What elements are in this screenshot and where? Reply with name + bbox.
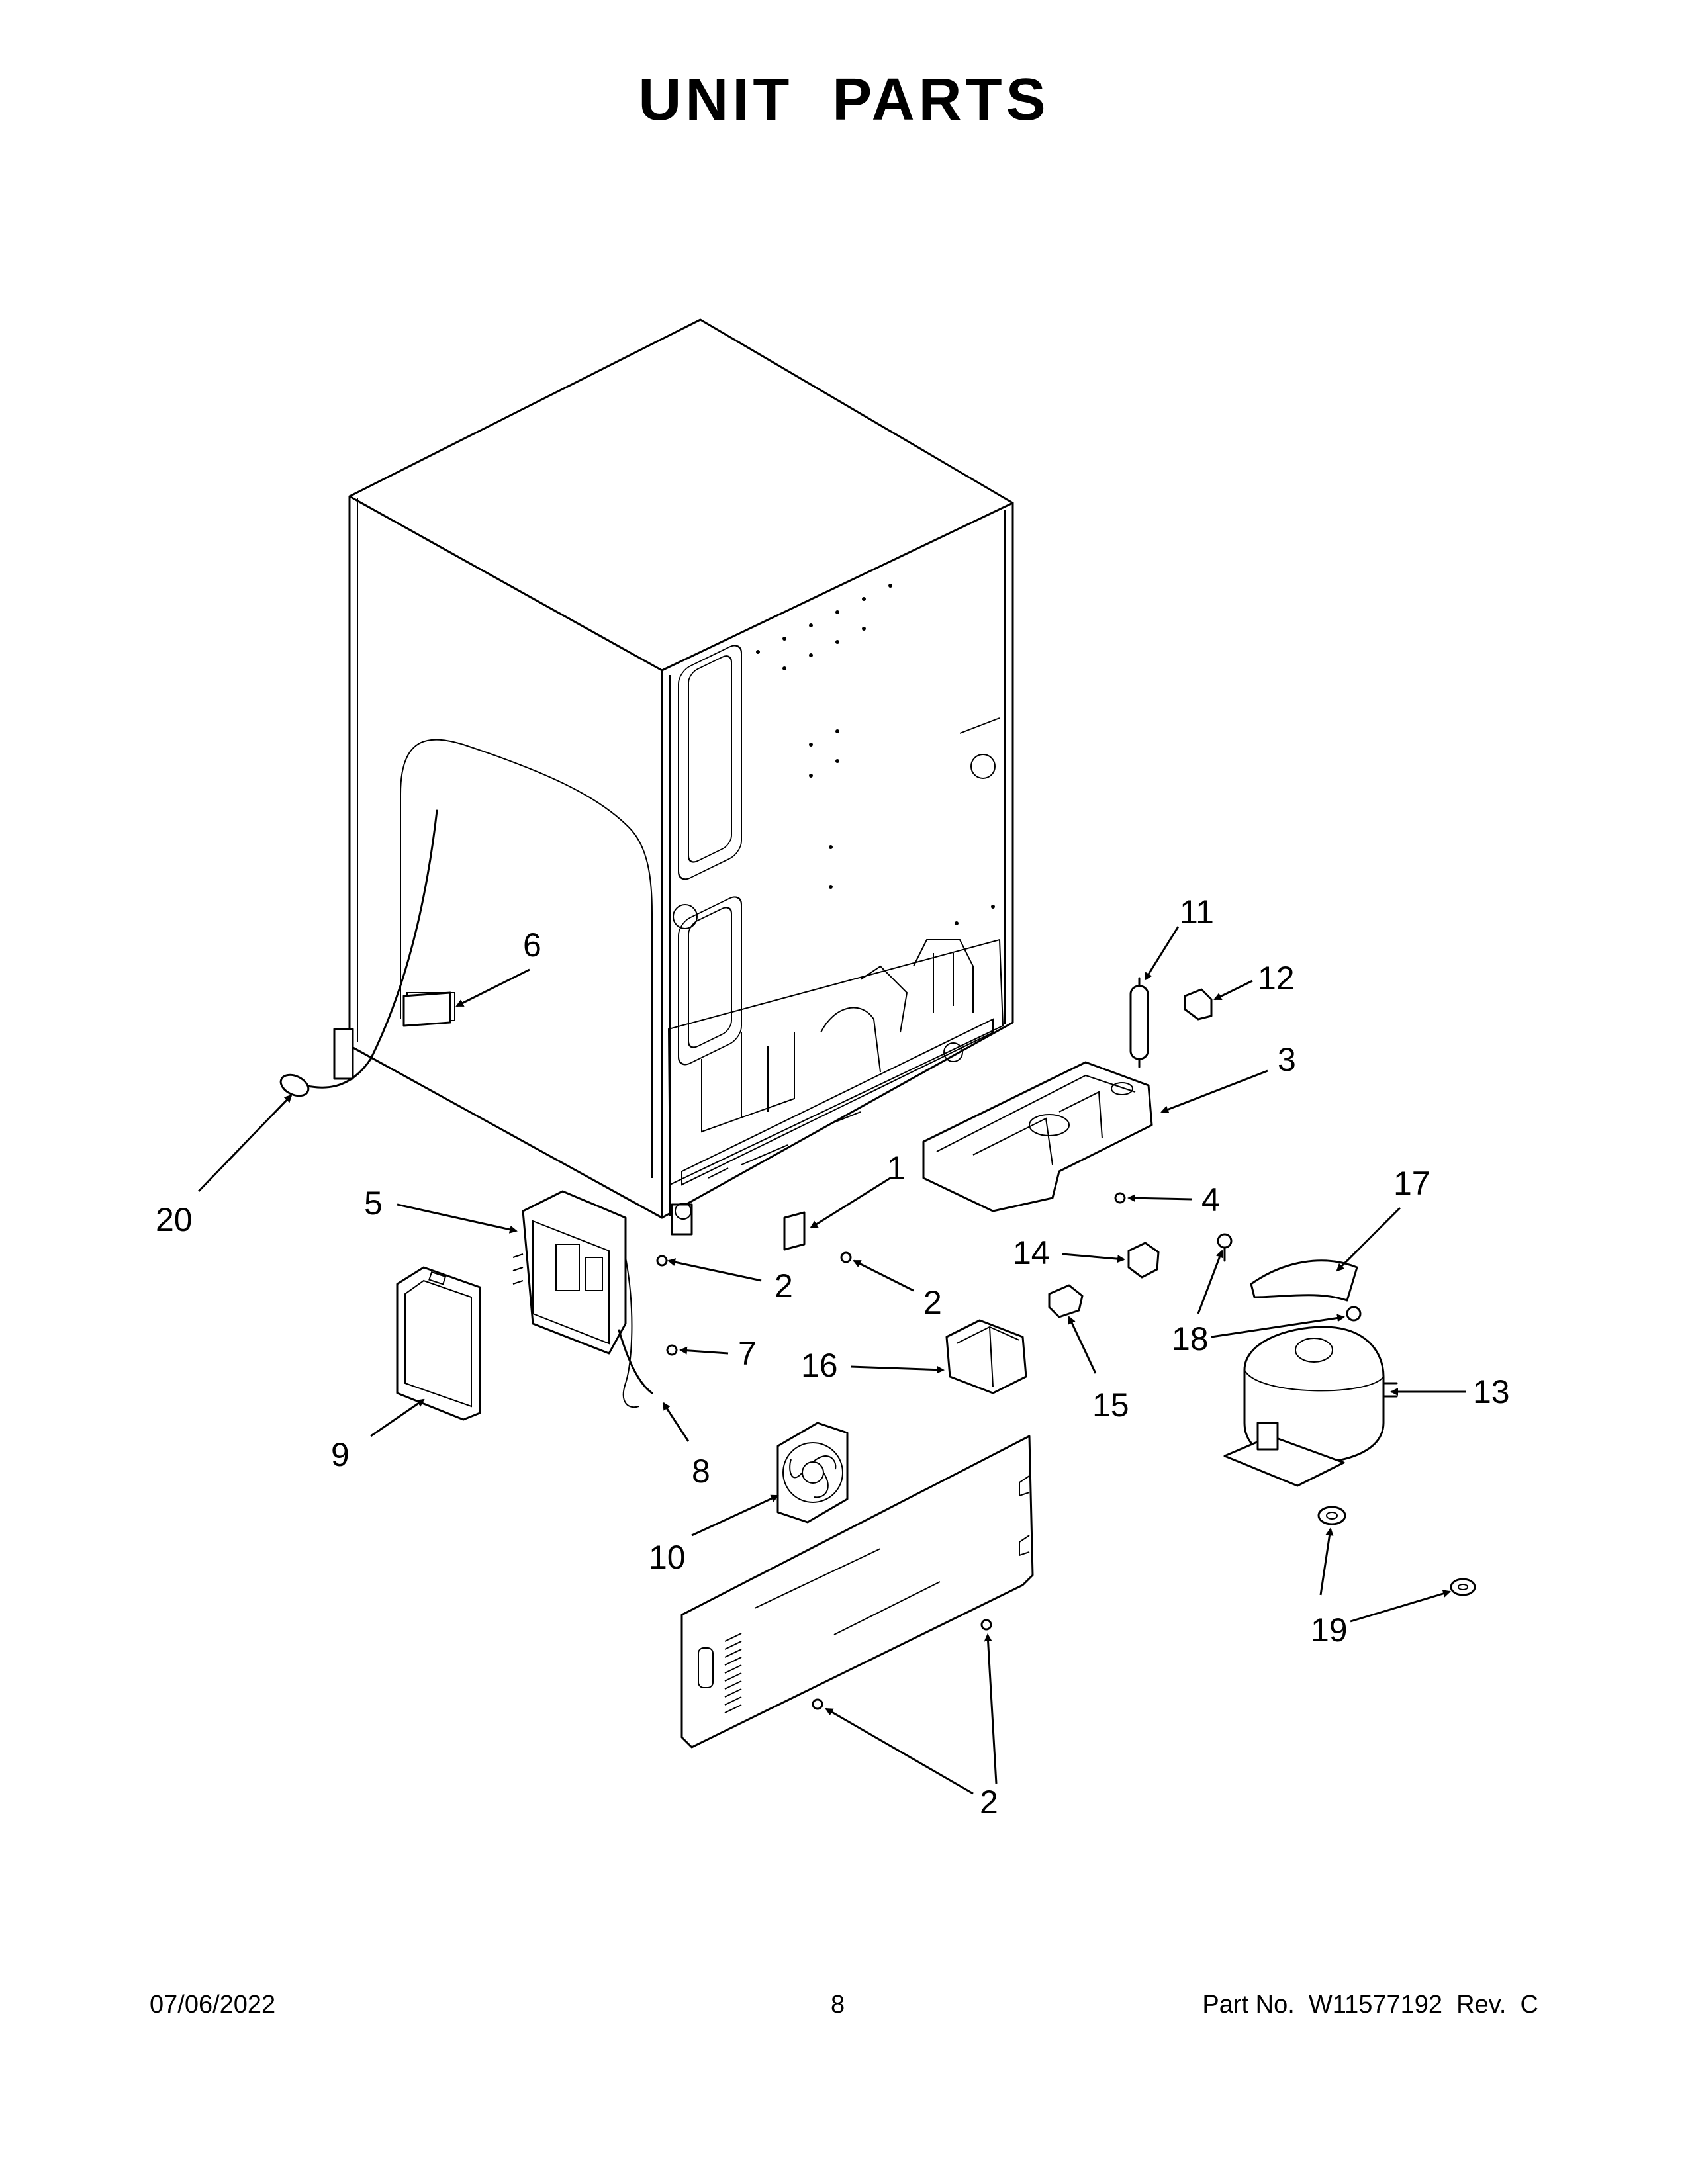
part-8-wire-harness bbox=[618, 1329, 653, 1394]
part-1-bracket bbox=[783, 1211, 806, 1251]
callout-4: 4 bbox=[1201, 1181, 1220, 1218]
callout-17: 17 bbox=[1393, 1165, 1430, 1202]
part-19-grommets bbox=[1317, 1506, 1476, 1596]
part-2-access-panel bbox=[680, 1435, 1034, 1749]
callout-2: 2 bbox=[923, 1284, 942, 1321]
callout-2: 2 bbox=[980, 1784, 998, 1821]
callout-7: 7 bbox=[738, 1335, 757, 1372]
part-12-clip bbox=[1184, 988, 1213, 1021]
callout-6: 6 bbox=[523, 927, 541, 964]
footer-part-number: Part No. W11577192 Rev. C bbox=[1202, 1991, 1538, 2019]
callout-9: 9 bbox=[331, 1436, 350, 1473]
callout-10: 10 bbox=[649, 1539, 686, 1576]
callout-20: 20 bbox=[156, 1201, 193, 1238]
leader-lines bbox=[197, 926, 1466, 1795]
part-15-overload bbox=[1048, 1284, 1084, 1318]
footer-page-number: 8 bbox=[831, 1991, 845, 2019]
callout-3: 3 bbox=[1278, 1041, 1296, 1078]
refrigerator-cabinet bbox=[333, 318, 1014, 1236]
part-3-drain-pan bbox=[922, 1061, 1153, 1212]
callout-5: 5 bbox=[364, 1185, 383, 1222]
callout-8: 8 bbox=[692, 1453, 710, 1490]
screws bbox=[656, 1192, 1126, 1710]
footer-date: 07/06/2022 bbox=[150, 1991, 276, 2019]
part-9-control-cover bbox=[396, 1266, 481, 1421]
callout-16: 16 bbox=[801, 1347, 838, 1384]
callout-numbers: 1 2 2 2 2 3 4 5 6 7 8 9 10 11 12 13 14 1… bbox=[156, 893, 1510, 1821]
callout-12: 12 bbox=[1258, 960, 1295, 997]
callout-14: 14 bbox=[1013, 1234, 1050, 1271]
part-17-compressor-blanket bbox=[1250, 1259, 1358, 1302]
part-10-condenser-fan bbox=[776, 1422, 849, 1524]
callout-13: 13 bbox=[1473, 1373, 1510, 1410]
callout-11: 11 bbox=[1180, 893, 1214, 931]
callout-18: 18 bbox=[1172, 1320, 1209, 1357]
part-5-control-bracket bbox=[512, 1190, 639, 1408]
callout-19: 19 bbox=[1311, 1612, 1348, 1649]
page-title: UNIT PARTS bbox=[638, 67, 1050, 133]
part-18-screws bbox=[1217, 1233, 1362, 1322]
callout-2: 2 bbox=[774, 1267, 793, 1304]
callout-15: 15 bbox=[1092, 1387, 1129, 1424]
part-20-power-cord bbox=[279, 809, 438, 1097]
part-16-start-device bbox=[945, 1319, 1027, 1394]
part-6-label bbox=[402, 991, 451, 1027]
part-14-relay bbox=[1127, 1242, 1160, 1279]
part-11-filter-drier bbox=[1129, 977, 1149, 1068]
callout-1: 1 bbox=[887, 1150, 906, 1187]
part-13-compressor bbox=[1223, 1326, 1398, 1487]
